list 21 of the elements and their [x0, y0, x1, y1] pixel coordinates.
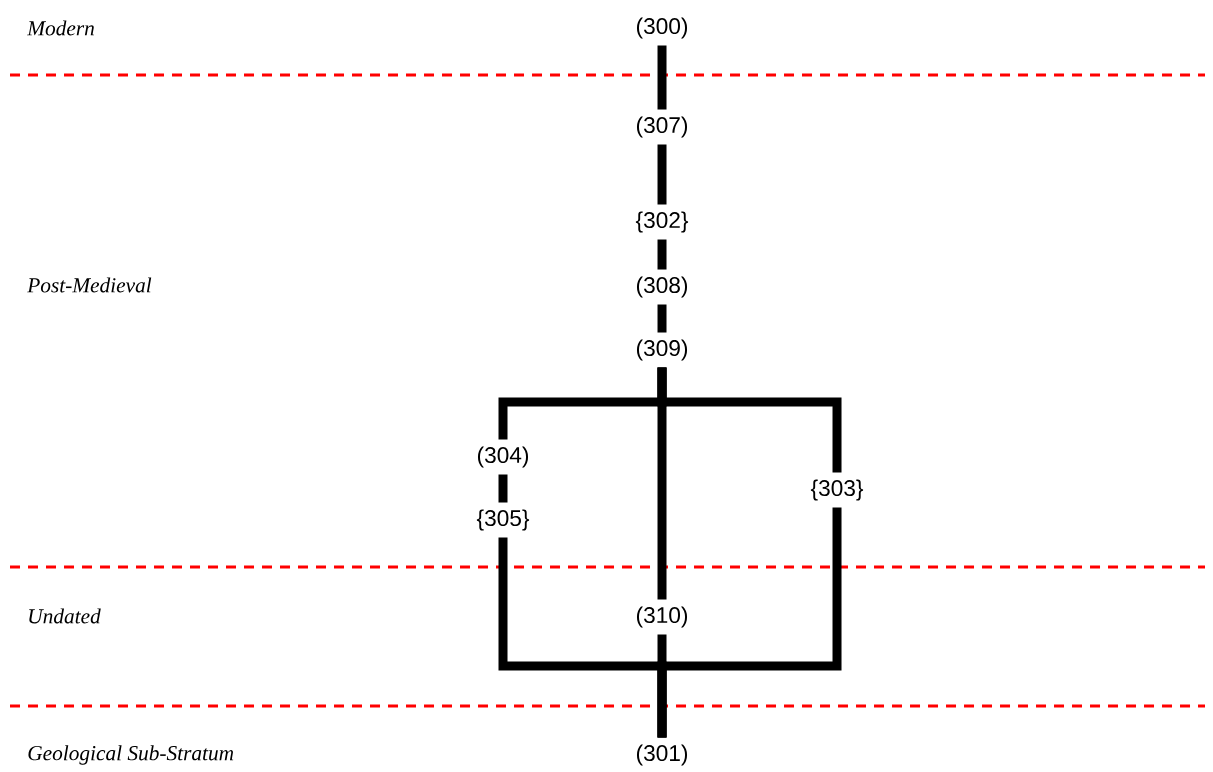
- connector-line: [498, 474, 508, 503]
- context-number: (307): [628, 109, 696, 145]
- connector-line: [657, 367, 842, 473]
- context-number: (300): [628, 10, 696, 46]
- connector-line: [657, 144, 667, 205]
- context-number: {302}: [628, 204, 696, 240]
- context-number: {305}: [469, 502, 537, 538]
- context-number: (308): [628, 269, 696, 305]
- period-label: Modern: [27, 20, 94, 36]
- connector-line: [657, 304, 667, 333]
- connector-line: [657, 507, 842, 738]
- period-label: Undated: [29, 608, 101, 624]
- period-label: Geological Sub-Stratum: [28, 745, 234, 765]
- context-number: {303}: [803, 472, 871, 508]
- context-number: (309): [628, 332, 696, 368]
- context-number: (304): [469, 439, 537, 475]
- connector-line: [657, 45, 667, 110]
- context-number: (310): [628, 599, 696, 635]
- period-label: Post-Medieval: [27, 277, 152, 293]
- context-number: (301): [628, 737, 696, 772]
- connector-line: [657, 239, 667, 270]
